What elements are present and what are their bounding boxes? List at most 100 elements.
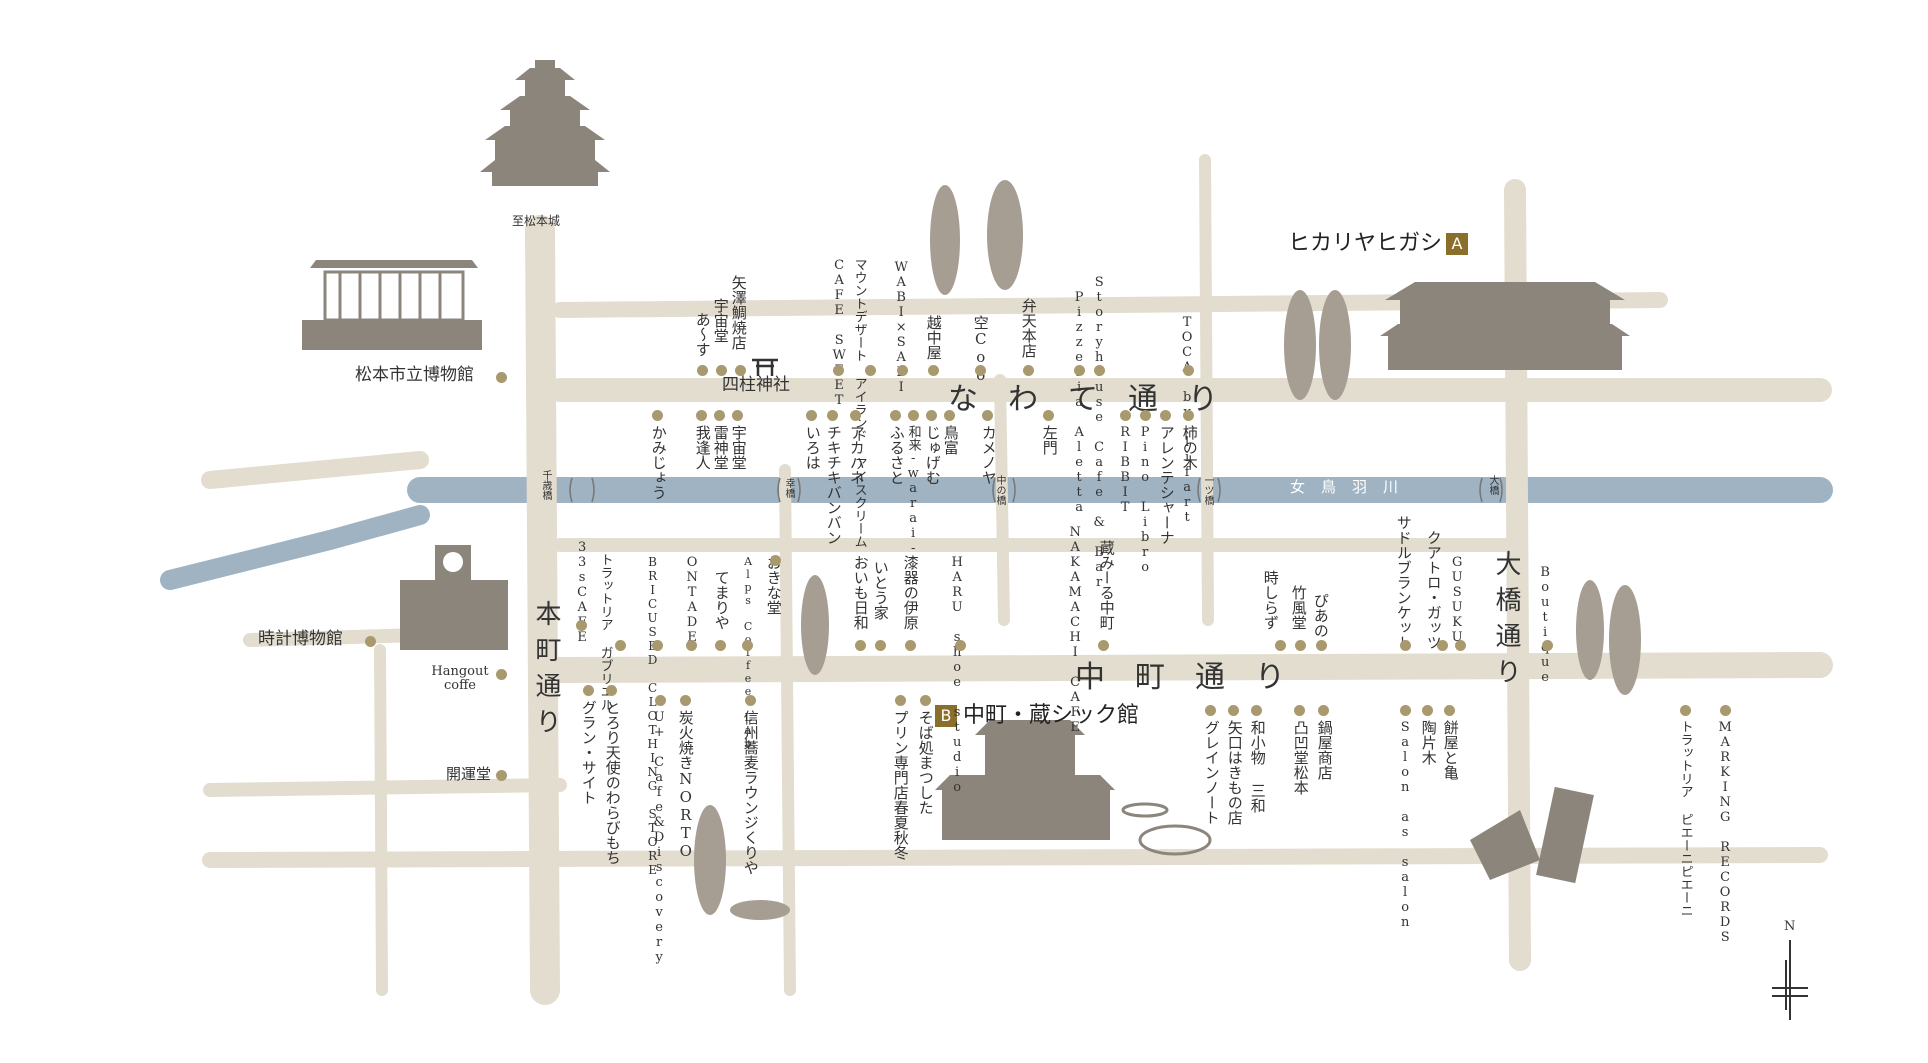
- shop-marker[interactable]: [652, 410, 663, 421]
- shop-label[interactable]: トラットリア ピエーニピエーニ: [1677, 720, 1693, 917]
- shop-marker[interactable]: [926, 410, 937, 421]
- shrine-label[interactable]: 四柱神社: [722, 375, 790, 395]
- shop-marker[interactable]: [1720, 705, 1731, 716]
- shop-label[interactable]: 炭火焼きNORTO: [676, 710, 695, 860]
- shop-marker[interactable]: [583, 685, 594, 696]
- shop-marker[interactable]: [1074, 365, 1085, 376]
- shop-label[interactable]: チキチキバンバン: [824, 425, 843, 545]
- shop-label[interactable]: 鍋屋商店: [1315, 720, 1334, 780]
- shop-marker[interactable]: [1183, 410, 1194, 421]
- city-museum-marker[interactable]: [496, 372, 507, 383]
- shop-marker[interactable]: [1316, 640, 1327, 651]
- shop-label[interactable]: RIBBIT: [1117, 425, 1133, 515]
- shop-label[interactable]: Pino Libro: [1137, 425, 1153, 575]
- shop-marker[interactable]: [875, 640, 886, 651]
- shop-label[interactable]: そば処まつした: [916, 710, 935, 815]
- shop-label[interactable]: WABI×SABI: [893, 260, 909, 395]
- shop-marker[interactable]: [714, 410, 725, 421]
- shop-marker[interactable]: [1295, 640, 1306, 651]
- shop-marker[interactable]: [742, 640, 753, 651]
- shop-label[interactable]: Boutique: [1537, 565, 1553, 685]
- shop-marker[interactable]: [1043, 410, 1054, 421]
- shop-marker[interactable]: [715, 640, 726, 651]
- shop-marker[interactable]: [615, 640, 626, 651]
- shop-marker[interactable]: [770, 555, 781, 566]
- shop-label[interactable]: トラットリア ガブリエル: [597, 553, 613, 711]
- shop-label[interactable]: とろり天使のわらびもち: [603, 700, 622, 865]
- kaiundo-label[interactable]: 開運堂: [446, 765, 492, 783]
- shop-label[interactable]: 雷神堂: [711, 425, 730, 470]
- shop-marker[interactable]: [716, 365, 727, 376]
- shop-marker[interactable]: [1542, 640, 1553, 651]
- shop-label[interactable]: おきな堂: [764, 555, 783, 615]
- shop-marker[interactable]: [1183, 365, 1194, 376]
- shop-marker[interactable]: [1205, 705, 1216, 716]
- shop-marker[interactable]: [1422, 705, 1433, 716]
- shop-label[interactable]: BRICUSED CLOTHING STORE: [645, 555, 660, 877]
- shop-marker[interactable]: [1318, 705, 1329, 716]
- shop-marker[interactable]: [905, 640, 916, 651]
- shop-label[interactable]: Pizzeria Aletta: [1071, 290, 1087, 515]
- shop-label[interactable]: クアトロ・ガッツ: [1424, 530, 1443, 650]
- shop-label[interactable]: HARU shoe studio: [949, 555, 965, 795]
- shop-marker[interactable]: [1437, 640, 1448, 651]
- shop-label[interactable]: 竹風堂: [1289, 585, 1308, 630]
- hangout-coffe-label[interactable]: Hangout coffe: [431, 664, 489, 693]
- shop-marker[interactable]: [955, 640, 966, 651]
- shop-label[interactable]: カメノヤ: [979, 425, 998, 485]
- shop-marker[interactable]: [1140, 410, 1151, 421]
- shop-label[interactable]: 和小物 三和: [1248, 720, 1267, 813]
- shop-label[interactable]: 時しらず: [1261, 570, 1280, 630]
- shop-label[interactable]: 矢口はきもの店: [1225, 720, 1244, 825]
- shop-marker[interactable]: [895, 695, 906, 706]
- shop-marker[interactable]: [1228, 705, 1239, 716]
- shop-marker[interactable]: [735, 365, 746, 376]
- shop-label[interactable]: U+ Cafe&Discovery: [651, 710, 667, 965]
- shop-label[interactable]: CAFE SWEET: [831, 258, 847, 408]
- city-museum-label[interactable]: 松本市立博物館: [355, 365, 474, 385]
- shop-marker[interactable]: [1275, 640, 1286, 651]
- shop-marker[interactable]: [944, 410, 955, 421]
- shop-marker[interactable]: [1680, 705, 1691, 716]
- shop-marker[interactable]: [655, 695, 666, 706]
- shop-label[interactable]: 凸凹堂松本: [1291, 720, 1310, 795]
- shop-marker[interactable]: [1023, 365, 1034, 376]
- shop-label[interactable]: ぴあの: [1311, 593, 1330, 638]
- shop-marker[interactable]: [890, 410, 901, 421]
- shop-label[interactable]: グレインノート: [1202, 720, 1221, 825]
- shop-marker[interactable]: [897, 365, 908, 376]
- shop-marker[interactable]: [1094, 365, 1105, 376]
- shop-label[interactable]: 我逢人: [693, 425, 712, 470]
- hangout-coffe-marker[interactable]: [496, 669, 507, 680]
- shop-label[interactable]: NAKAMACHI CAFE: [1067, 525, 1083, 735]
- shop-label[interactable]: 餅屋と亀: [1441, 720, 1460, 780]
- shop-label[interactable]: アカハネ: [847, 425, 866, 485]
- shop-label[interactable]: プリン専門店春夏秋冬: [891, 710, 910, 860]
- shop-marker[interactable]: [1160, 410, 1171, 421]
- shop-label[interactable]: じゅげむ: [923, 425, 942, 485]
- shop-marker[interactable]: [855, 640, 866, 651]
- shop-label[interactable]: 陶片木: [1419, 720, 1438, 765]
- shop-marker[interactable]: [1120, 410, 1131, 421]
- shop-label[interactable]: 鳥富: [941, 425, 960, 455]
- shop-marker[interactable]: [928, 365, 939, 376]
- shop-label[interactable]: 33sCAFE: [574, 540, 590, 645]
- shop-marker[interactable]: [827, 410, 838, 421]
- shop-marker[interactable]: [1098, 640, 1109, 651]
- shop-label[interactable]: MARKING RECORDS: [1717, 720, 1733, 945]
- shop-label[interactable]: サドルブランケット: [1394, 515, 1413, 650]
- clock-museum-label[interactable]: 時計博物館: [258, 629, 343, 649]
- shop-label[interactable]: 漆器の伊原: [901, 555, 920, 630]
- shop-marker[interactable]: [806, 410, 817, 421]
- shop-label[interactable]: 弁天本店: [1019, 298, 1038, 358]
- shop-marker[interactable]: [982, 410, 993, 421]
- shop-marker[interactable]: [1294, 705, 1305, 716]
- shop-label[interactable]: 柿の木: [1180, 425, 1199, 470]
- shop-marker[interactable]: [697, 365, 708, 376]
- shop-label[interactable]: 矢澤鯛焼店: [729, 275, 748, 350]
- shop-label[interactable]: ONTADE: [684, 555, 700, 645]
- shop-marker[interactable]: [908, 410, 919, 421]
- shop-label[interactable]: いろは: [803, 425, 822, 470]
